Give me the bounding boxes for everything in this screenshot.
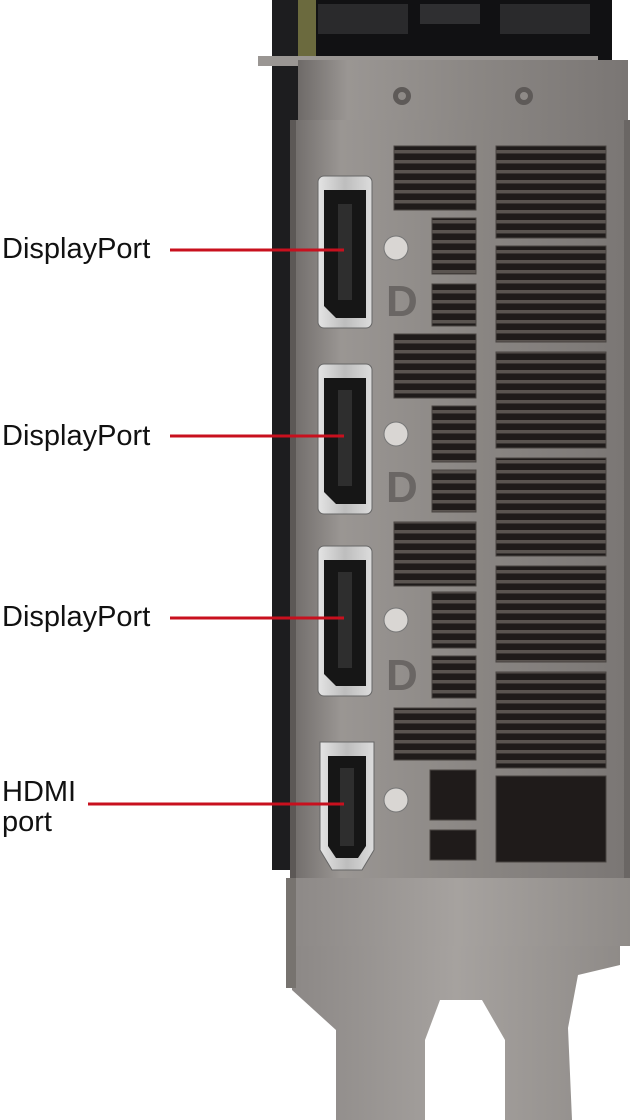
screw-icon [383, 787, 409, 813]
displayport-connector-2 [317, 363, 373, 515]
bracket-top-flange [258, 56, 628, 120]
vent-grille [393, 145, 607, 863]
leader-lines [88, 248, 344, 806]
screw-icon [383, 421, 409, 447]
displayport-logo-icon: D [386, 277, 418, 326]
label-displayport-3: DisplayPort [2, 601, 151, 633]
screw-icon [383, 235, 409, 261]
displayport-logo-icon: D [386, 463, 418, 512]
displayport-logo-icon: D [386, 651, 418, 700]
label-hdmi-line2: port [2, 806, 52, 838]
displayport-connector-3 [317, 545, 373, 697]
label-displayport-2: DisplayPort [2, 420, 151, 452]
displayport-connector-1 [317, 175, 373, 329]
hdmi-connector [319, 741, 375, 871]
label-displayport-1: DisplayPort [2, 233, 151, 265]
label-hdmi-line1: HDMI [2, 776, 77, 808]
screw-icon [383, 607, 409, 633]
bracket-lower-tab [286, 878, 630, 1120]
